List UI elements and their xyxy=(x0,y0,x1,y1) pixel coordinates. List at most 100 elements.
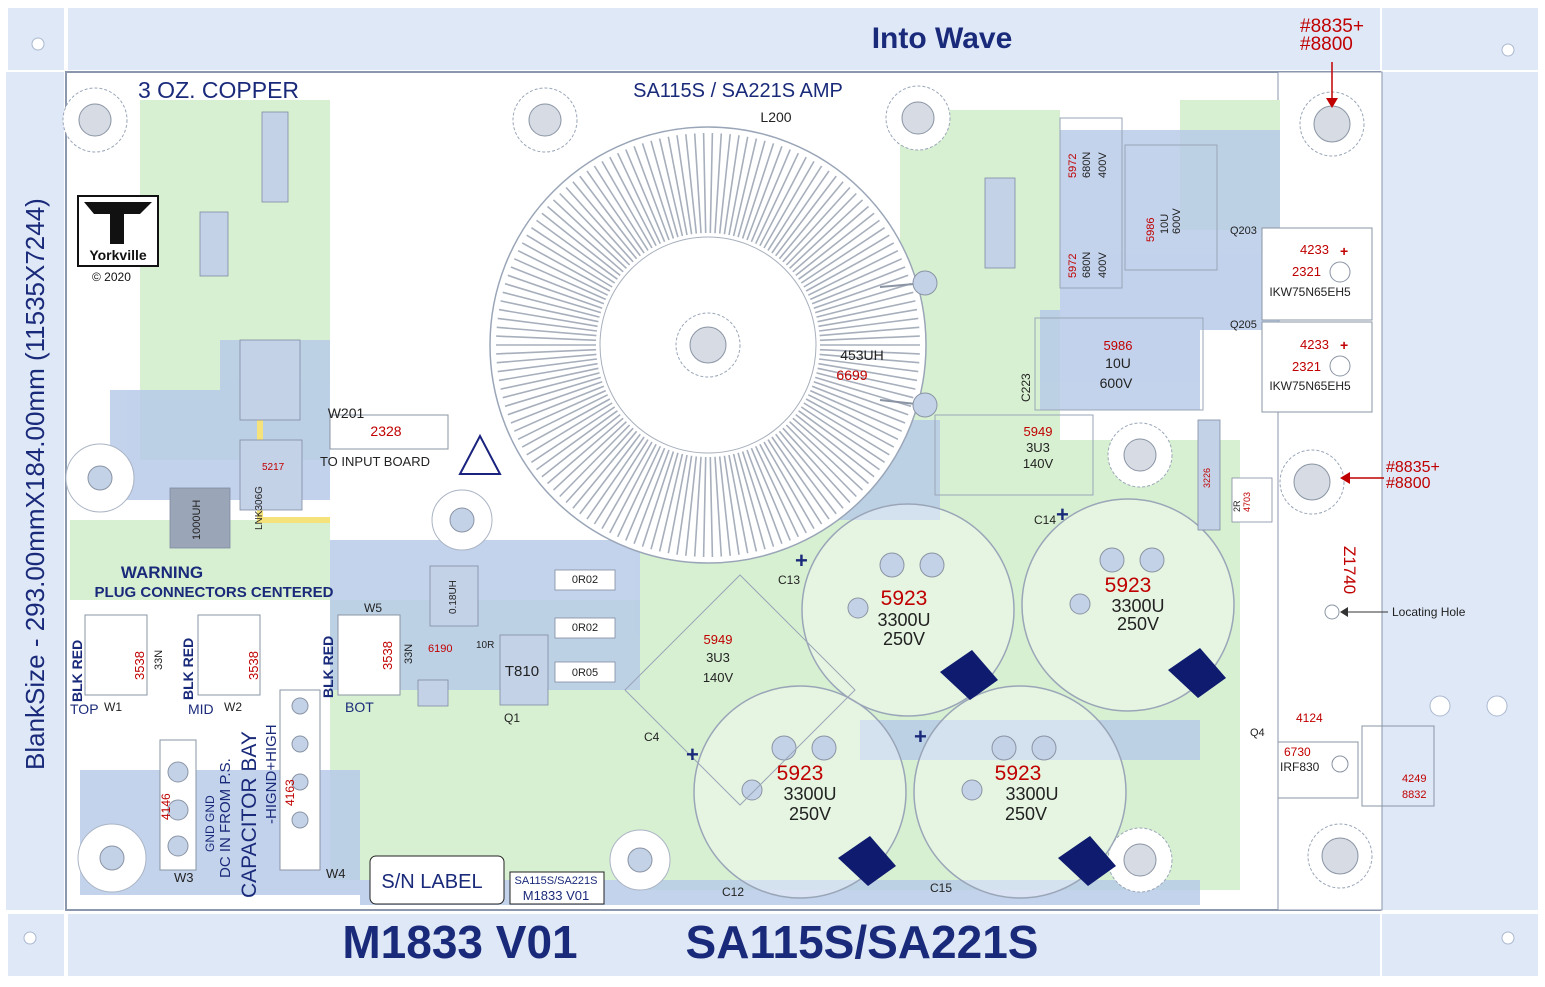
conn-bot-colors: BLK RED xyxy=(320,636,336,698)
c4-label: C4 xyxy=(644,730,660,744)
cap-c13-part: 5923 xyxy=(881,587,928,610)
part-top-2: #8800 xyxy=(1300,34,1353,55)
cap-5949b-voltage: 140V xyxy=(703,670,734,685)
sn-label-box xyxy=(369,855,505,905)
conn-mid-ref: MID xyxy=(188,701,214,717)
esd-warning-icon xyxy=(458,433,502,475)
conn-mid-colors: BLK RED xyxy=(180,638,196,700)
inductor-1000uh: 1000UH xyxy=(191,500,203,540)
cap-c14-value: 3300U xyxy=(1111,596,1164,616)
cap-c15-part: 5923 xyxy=(995,762,1042,785)
cap-5972b-part: 5972 xyxy=(1067,254,1079,278)
mounting-holes xyxy=(62,85,1373,893)
part-3226: 3226 xyxy=(1202,468,1212,488)
left-band xyxy=(6,72,64,910)
cap-5972a-value: 680N xyxy=(1081,152,1093,178)
conn-bot-ref: BOT xyxy=(345,699,374,715)
q4-part: 4124 xyxy=(1296,711,1323,725)
conn-bot-part: 3538 xyxy=(380,641,395,670)
conn-bot-w: W5 xyxy=(364,601,382,615)
part-4163: 4163 xyxy=(283,779,297,806)
dc-in-line-2: CAPACITOR BAY xyxy=(238,731,261,898)
part-4703: 4703 xyxy=(1242,492,1252,512)
q203-name: IKW75N65EH5 xyxy=(1269,285,1351,299)
top-band xyxy=(68,8,1380,70)
q4-name: IRF830 xyxy=(1280,760,1320,774)
conn-mid-part: 3538 xyxy=(246,651,261,680)
cap-5972b-value: 680N xyxy=(1081,252,1093,278)
header-title: Into Wave xyxy=(872,22,1013,55)
board-ref-1: SA115S/SA221S xyxy=(515,875,598,887)
main-capacitors xyxy=(693,498,1235,899)
svg-text:+: + xyxy=(1340,243,1348,259)
cap-5986a-voltage: 600V xyxy=(1100,375,1133,391)
high-label: -HIGND+HIGH xyxy=(263,724,280,824)
right-band xyxy=(1382,72,1538,910)
cap-c12-part: 5923 xyxy=(777,762,824,785)
cap-5972b-voltage: 400V xyxy=(1097,252,1109,278)
w3-label: W3 xyxy=(174,870,194,885)
r-2r: 2R xyxy=(1232,500,1242,512)
conn-top-ref: TOP xyxy=(70,701,99,717)
q4-ref: Q4 xyxy=(1250,727,1265,739)
blank-size-label: BlankSize - 293.00mmX184.00mm (11535X724… xyxy=(20,198,50,770)
conn-mid-w: W2 xyxy=(224,700,242,714)
cap-c14-ref: C14 xyxy=(1034,513,1056,527)
sn-label: S/N LABEL xyxy=(381,871,482,893)
conn-bot-cap: 33N xyxy=(403,644,415,664)
gnd-labels: GND GND xyxy=(203,795,217,852)
cap-5972a-part: 5972 xyxy=(1067,154,1079,178)
q205-part: 4233 xyxy=(1300,337,1329,352)
cap-c15-voltage: 250V xyxy=(1005,804,1047,824)
side-part-2: 8832 xyxy=(1402,789,1426,801)
r-0r05: 0R05 xyxy=(572,667,598,679)
cap-5986a-ref: C223 xyxy=(1019,373,1033,402)
bottom-band xyxy=(68,914,1380,976)
cap-5986a-value: 10U xyxy=(1105,355,1131,371)
r-0r02-a: 0R02 xyxy=(572,574,598,586)
cap-c14-part: 5923 xyxy=(1105,574,1152,597)
inductor-ref: L200 xyxy=(760,109,791,125)
hole-pads xyxy=(78,101,1359,877)
cap-5949a-voltage: 140V xyxy=(1023,456,1054,471)
q203-part: 4233 xyxy=(1300,242,1329,257)
svg-text:+: + xyxy=(686,742,699,767)
plug-connectors xyxy=(84,414,449,871)
cap-5949b-value: 3U3 xyxy=(706,650,730,665)
part-top-1: #8835+ xyxy=(1300,16,1364,37)
inductor-018uh: 0.18UH xyxy=(448,580,459,614)
logo-text: Yorkville xyxy=(89,247,147,263)
cap-c12-voltage: 250V xyxy=(789,804,831,824)
conn-top-colors: BLK RED xyxy=(69,640,85,702)
svg-text:+: + xyxy=(1340,337,1348,353)
warning-line-2: PLUG CONNECTORS CENTERED xyxy=(95,584,334,601)
svg-text:+: + xyxy=(1056,502,1069,527)
q203-part2: 2321 xyxy=(1292,264,1321,279)
part-mid-1: #8835+ xyxy=(1386,459,1440,476)
power-transistors xyxy=(1261,227,1435,807)
yorkville-logo xyxy=(77,195,159,267)
q203-ref: Q203 xyxy=(1230,225,1257,237)
cap-5949a-value: 3U3 xyxy=(1026,440,1050,455)
cap-c14-voltage: 250V xyxy=(1117,614,1159,634)
q205-name: IKW75N65EH5 xyxy=(1269,379,1351,393)
board-title: SA115S / SA221S AMP xyxy=(633,80,843,102)
w4-label: W4 xyxy=(326,866,346,881)
r-10r: 10R xyxy=(476,640,494,651)
cap-c15-ref: C15 xyxy=(930,881,952,895)
small-components xyxy=(169,111,1273,707)
conn-top-w: W1 xyxy=(104,700,122,714)
part-6190: 6190 xyxy=(428,643,452,655)
q4-part2: 6730 xyxy=(1284,745,1311,759)
q1-label: Q1 xyxy=(504,711,520,725)
board-ref-2: M1833 V01 xyxy=(523,888,590,903)
w201-label: W201 xyxy=(328,405,365,421)
svg-text:+: + xyxy=(795,548,808,573)
inductor-value: 453UH xyxy=(840,347,884,363)
inductor-part: 6699 xyxy=(836,367,867,383)
cap-5986b-voltage: 600V xyxy=(1171,208,1183,234)
side-part-1: 4249 xyxy=(1402,773,1426,785)
part-5217: 5217 xyxy=(262,462,285,473)
